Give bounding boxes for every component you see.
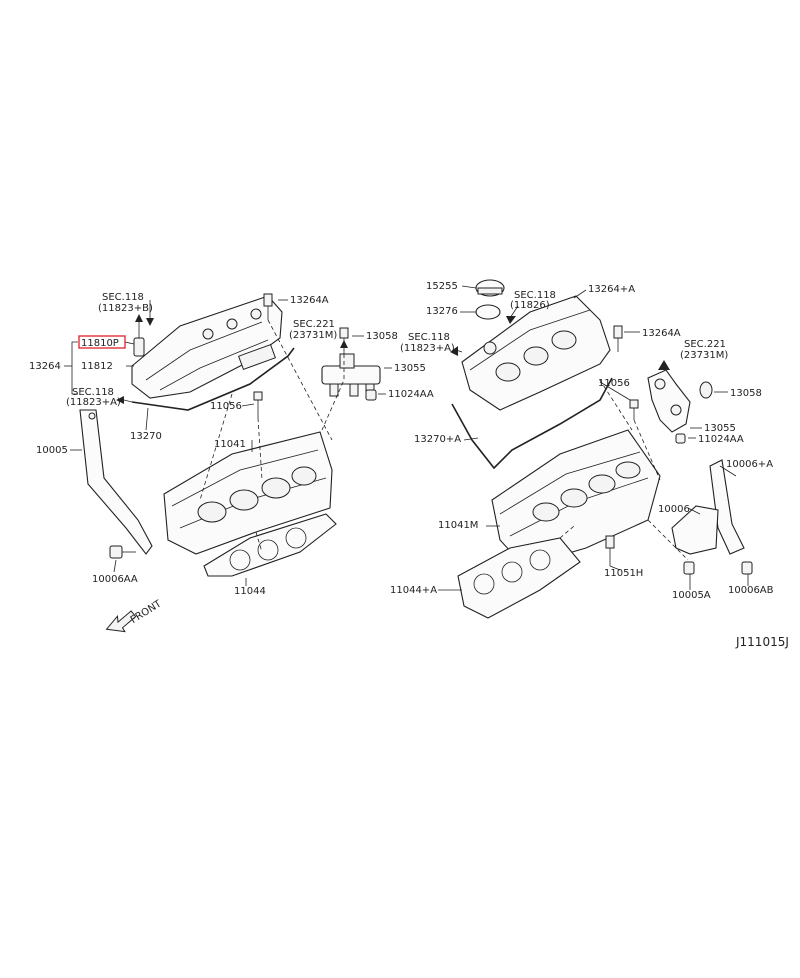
label-sec118-a-ref-right[interactable]: (11823+A) — [400, 343, 455, 354]
pcv-valve-11810p[interactable] — [133, 314, 145, 357]
right-bolt-11056[interactable] — [629, 399, 639, 420]
label-sec118-a-ref[interactable]: (11823+A) — [66, 397, 121, 408]
bolt-11051h[interactable] — [605, 535, 615, 566]
bolt-13264a-left[interactable] — [263, 293, 273, 320]
label-13270[interactable]: 13270 — [130, 431, 162, 442]
bolt-10006ab[interactable] — [741, 561, 753, 575]
label-13264[interactable]: 13264 — [29, 361, 61, 372]
label-10005a[interactable]: 10005A — [672, 590, 711, 601]
label-sec221-left[interactable]: SEC.221 — [293, 319, 335, 330]
label-10006-a[interactable]: 10006+A — [726, 459, 773, 470]
left-bolt-10006aa[interactable] — [109, 545, 136, 559]
oil-filler-cap-15255[interactable] — [475, 279, 505, 297]
right-head-gasket-11044-a[interactable] — [457, 537, 581, 619]
right-seal-11024aa[interactable] — [675, 433, 686, 444]
left-bolt-11056[interactable] — [253, 391, 263, 418]
highlight-box-11810p — [78, 335, 126, 349]
right-rocker-gasket[interactable] — [451, 377, 613, 470]
label-sec221-ref-right[interactable]: (23731M) — [680, 350, 728, 361]
label-11812[interactable]: 11812 — [81, 361, 113, 372]
bolt-10005a[interactable] — [683, 561, 695, 575]
label-11044[interactable]: 11044 — [234, 586, 266, 597]
left-seal-11024aa[interactable] — [365, 389, 377, 401]
left-bank-assembly: SEC.118 (11823+B) 11810P 13264 11812 SEC… — [29, 292, 434, 633]
label-13264a-left[interactable]: 13264A — [290, 295, 329, 306]
seal-13276[interactable] — [475, 304, 501, 320]
label-10006ab[interactable]: 10006AB — [728, 585, 774, 596]
right-arrow-coil — [658, 360, 670, 370]
right-cylinder-head-11041m[interactable] — [491, 429, 661, 567]
label-10006aa[interactable]: 10006AA — [92, 574, 138, 585]
label-13264a-right[interactable]: 13264A — [642, 328, 681, 339]
label-13270-a[interactable]: 13270+A — [414, 434, 461, 445]
label-13055-right[interactable]: 13055 — [704, 423, 736, 434]
right-bolt-13264a[interactable] — [613, 325, 623, 352]
label-11056-left[interactable]: 11056 — [210, 401, 242, 412]
left-cylinder-head-11041[interactable] — [163, 431, 333, 555]
front-label: FRONT — [129, 598, 165, 626]
label-sec118-b-ref[interactable]: (11823+B) — [98, 303, 153, 314]
bracket-10006-a[interactable] — [709, 459, 745, 555]
label-11041[interactable]: 11041 — [214, 439, 246, 450]
label-10005[interactable]: 10005 — [36, 445, 68, 456]
label-13276[interactable]: 13276 — [426, 306, 458, 317]
right-bolt-13058[interactable] — [699, 381, 713, 399]
diagram-code: J111015J — [735, 635, 789, 649]
label-sec118-c[interactable]: SEC.118 — [514, 290, 556, 301]
left-rocker-gasket[interactable] — [131, 347, 295, 411]
label-sec118-c-ref[interactable]: (11826) — [510, 300, 550, 311]
label-11024aa-right[interactable]: 11024AA — [698, 434, 744, 445]
right-rocker-cover[interactable] — [461, 295, 611, 411]
left-arrow-coil — [340, 340, 348, 348]
right-bank-assembly: 15255 13276 SEC.118 (11826) 13264+A SEC.… — [390, 279, 774, 619]
label-13058-left[interactable]: 13058 — [366, 331, 398, 342]
label-11044-a[interactable]: 11044+A — [390, 585, 437, 596]
label-15255[interactable]: 15255 — [426, 281, 458, 292]
label-10006[interactable]: 10006 — [658, 504, 690, 515]
front-arrow: FRONT — [105, 598, 164, 633]
label-sec221-right[interactable]: SEC.221 — [684, 339, 726, 350]
bracket-10006[interactable] — [671, 505, 719, 555]
label-13058-right[interactable]: 13058 — [730, 388, 762, 399]
left-rocker-cover[interactable] — [131, 295, 283, 399]
label-sec221-ref-left[interactable]: (23731M) — [289, 330, 337, 341]
label-11041m[interactable]: 11041M — [438, 520, 478, 531]
label-11810p[interactable]: 11810P — [81, 338, 119, 349]
label-11056-right[interactable]: 11056 — [598, 378, 630, 389]
left-bracket-10005[interactable] — [79, 409, 153, 555]
label-11024aa-left[interactable]: 11024AA — [388, 389, 434, 400]
label-sec118-b[interactable]: SEC.118 — [102, 292, 144, 303]
label-sec118-a[interactable]: SEC.118 — [72, 387, 114, 398]
label-13055-left[interactable]: 13055 — [394, 363, 426, 374]
left-head-gasket-11044[interactable] — [203, 513, 337, 577]
label-11051h[interactable]: 11051H — [604, 568, 643, 579]
right-ignition-coil-13055[interactable] — [647, 369, 691, 433]
label-sec118-a-right[interactable]: SEC.118 — [408, 332, 450, 343]
label-13264-a[interactable]: 13264+A — [588, 284, 635, 295]
